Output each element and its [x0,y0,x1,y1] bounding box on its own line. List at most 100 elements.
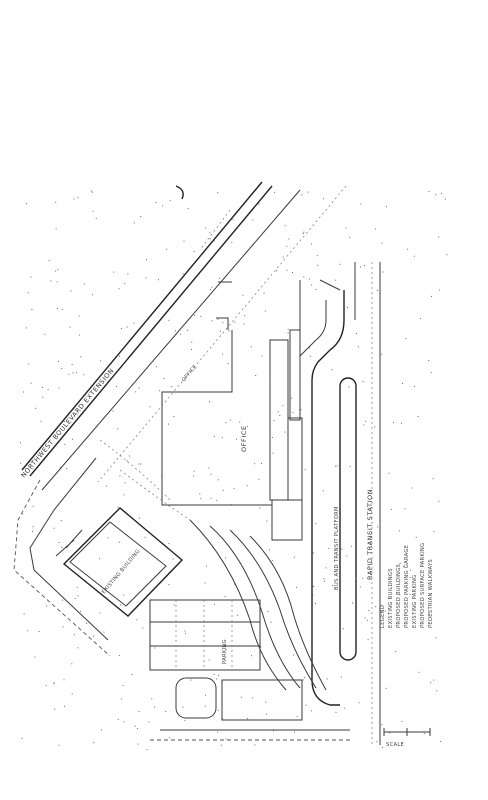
speckle [138,463,140,465]
speckle [166,248,168,250]
speckle [90,190,92,192]
speckle [186,329,188,331]
speckle [243,323,245,325]
speckle [270,621,272,623]
speckle [282,405,284,407]
legend-line-1: EXISTING BUILDINGS [388,568,394,628]
speckle [32,468,34,470]
speckle [217,318,219,320]
speckle [292,412,294,413]
speckle [159,390,161,392]
speckle [228,330,230,332]
speckle [288,238,290,240]
speckle [336,465,338,467]
speckle [131,673,133,675]
diagonal-road [21,181,347,491]
speckle [118,655,120,657]
speckle [316,255,318,257]
speckle [135,391,137,393]
speckle [154,706,155,708]
speckle [269,380,271,382]
speckle [432,478,434,480]
speckle [348,386,350,388]
speckle [172,558,174,560]
speckle [269,549,270,551]
speckle [409,593,411,595]
speckle [68,373,70,375]
speckle [250,346,252,348]
speckle [126,460,128,462]
speckle [145,277,147,279]
speckle [213,673,215,675]
speckle [405,338,407,340]
speckle [227,363,229,364]
speckle [60,520,62,522]
speckle [54,708,56,710]
legend-line-3: PROPOSED PARKING GARAGE [404,545,410,628]
speckle [428,360,430,361]
speckle [430,372,432,373]
speckle [356,333,357,335]
speckle [370,534,372,535]
speckle [101,729,102,731]
speckle [335,711,337,713]
speckle [50,280,52,282]
speckle [71,364,73,365]
speckle [222,489,224,491]
speckle [367,639,369,641]
speckle [129,455,130,457]
speckle [64,705,65,707]
speckle [239,421,241,423]
speckle [381,747,383,749]
speckle [53,527,55,529]
speckle [308,278,310,280]
speckle [302,679,304,681]
speckle [142,627,144,629]
speckle [341,548,343,550]
speckle [173,604,175,606]
speckle [173,416,175,418]
speckle [287,328,289,330]
speckle [73,198,75,200]
speckle [325,567,327,569]
parking-label: PARKING [222,639,228,664]
speckle [44,333,46,335]
speckle [303,276,305,278]
speckle [233,488,235,490]
speckle [35,407,37,409]
speckle [57,307,58,309]
speckle [187,207,189,209]
speckle [232,219,234,221]
speckle [41,387,43,388]
speckle [77,197,79,199]
speckle [95,218,97,219]
speckle [301,194,303,196]
speckle [331,369,333,371]
speckle [409,576,411,578]
speckle [433,531,435,533]
speckle [328,547,330,549]
speckle [210,288,212,290]
speckle [55,270,57,272]
speckle [73,634,75,636]
speckle [349,466,351,468]
speckle [200,498,202,500]
speckle [210,473,212,475]
speckle [210,497,212,499]
speckle [71,438,73,440]
speckle [312,594,314,596]
speckle [205,694,206,696]
legend-line-6: PEDESTRIAN WALKWAYS [428,559,434,628]
speckle [225,422,227,424]
speckle [45,684,47,686]
speckle [118,288,120,290]
legend-line-2: PROPOSED BUILDINGS [396,564,402,628]
speckle [69,326,71,328]
speckle [334,465,336,467]
speckle [273,730,274,732]
speckle [411,487,413,489]
speckle [117,506,119,508]
speckle [399,562,401,564]
speckle [86,622,87,624]
